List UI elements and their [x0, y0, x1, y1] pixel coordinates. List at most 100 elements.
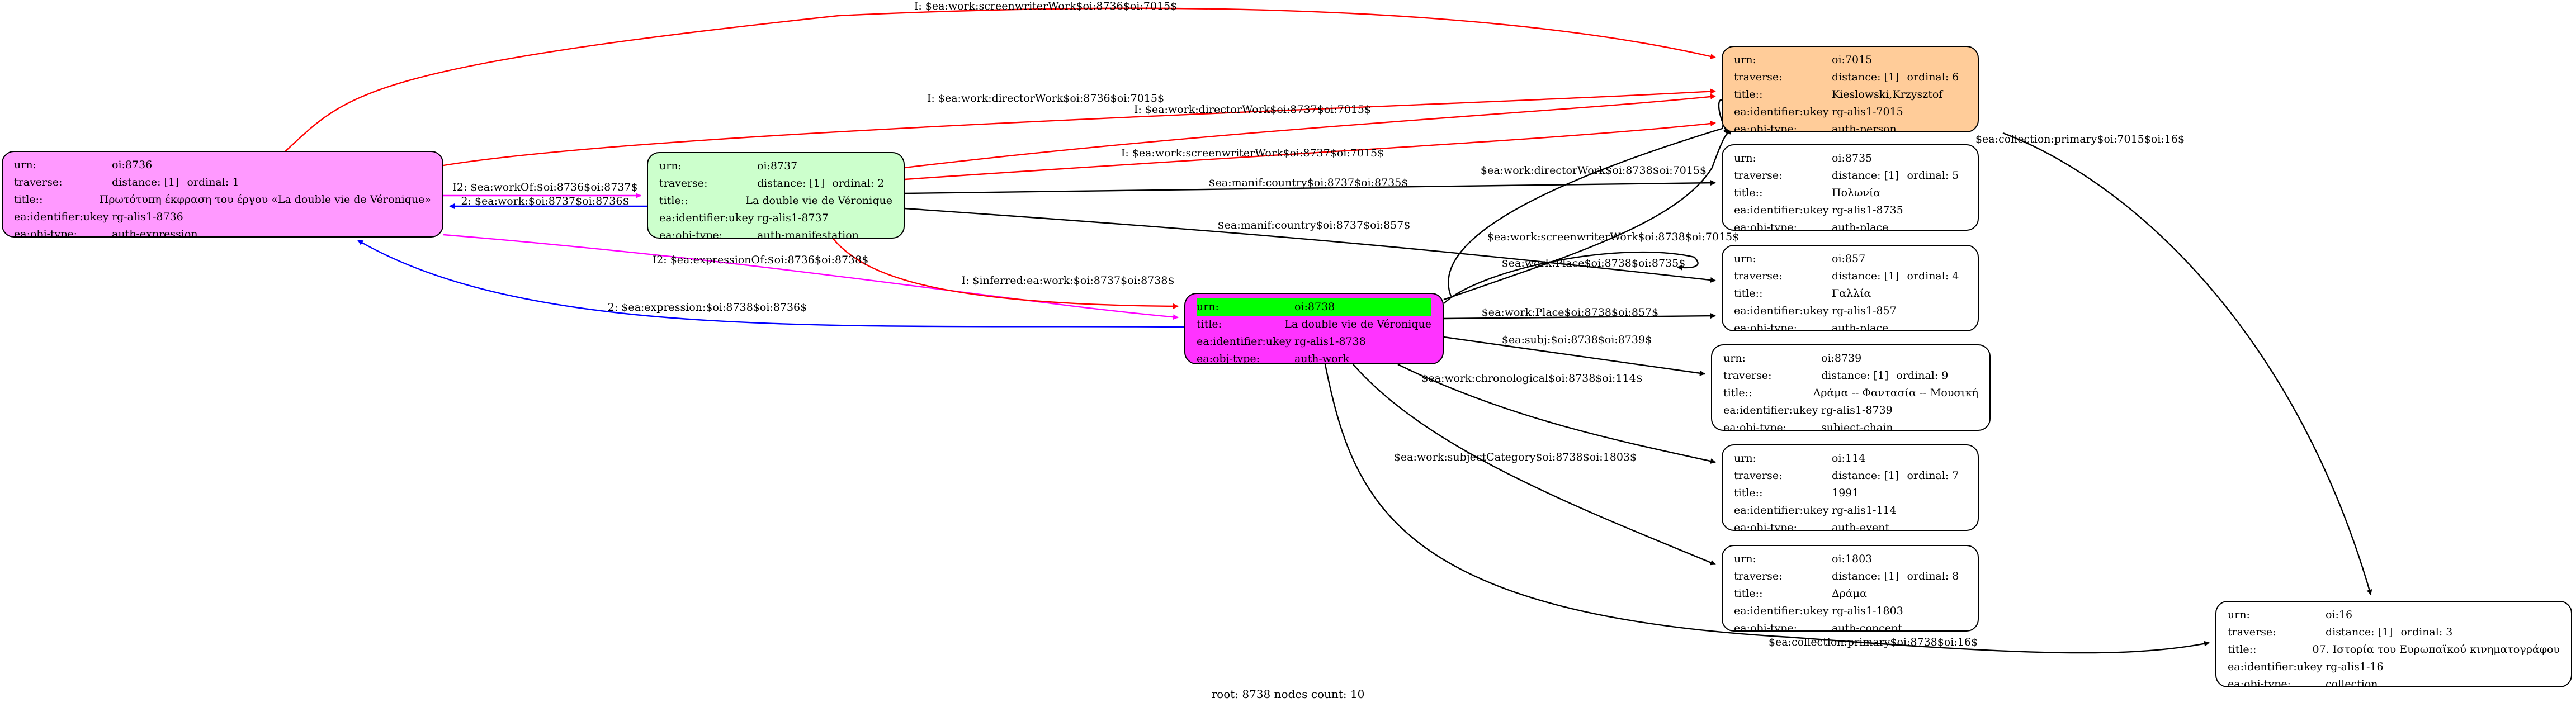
- field-key: urn:: [2228, 609, 2250, 621]
- field-value: rg-alis1-857: [1832, 305, 1897, 317]
- field-ordinal: ordinal: 6: [1907, 71, 1959, 83]
- edge-e4: [904, 121, 1716, 181]
- node-field: title::Πρωτότυπη έκφραση του έργου «La d…: [14, 191, 431, 208]
- field-value: oi:857: [1832, 253, 1866, 265]
- edge-label-e5: I2: $ea:workOf:$oi:8736$oi:8737$: [452, 181, 637, 193]
- edge-label-e3: I: $ea:work:directorWork$oi:8737$oi:7015…: [1134, 103, 1371, 116]
- field-key: traverse:: [2228, 626, 2276, 638]
- node-field: ea:obj-type:auth-person: [1734, 121, 1967, 132]
- field-key: urn:: [1734, 253, 1756, 265]
- edge-e3: [904, 93, 1716, 169]
- field-value: auth-concept: [1832, 622, 1902, 632]
- node-field: title::Γαλλία: [1734, 285, 1967, 302]
- field-ordinal: ordinal: 8: [1907, 570, 1959, 582]
- node-field: traverse: distance: [1] ordinal: 7: [1734, 467, 1967, 485]
- field-ordinal: ordinal: 9: [1896, 369, 1949, 382]
- edge-label-e14: $ea:work:Place$oi:8738$oi:8735$: [1502, 257, 1686, 269]
- field-key: urn:: [1734, 54, 1756, 66]
- field-value: rg-alis1-8737: [757, 212, 829, 224]
- field-value: subject-chain: [1821, 421, 1893, 431]
- field-value: rg-alis1-114: [1832, 504, 1897, 516]
- field-key: ea:obj-type:: [1197, 353, 1260, 364]
- edge-label-e6: 2: $ea:work:$oi:8737$oi:8736$: [461, 195, 629, 207]
- node-field: traverse:distance: [1]ordinal: 8: [1734, 568, 1967, 585]
- field-key: traverse:: [1734, 270, 1783, 282]
- node-field: traverse:distance: [1]ordinal: 4: [1734, 268, 1967, 285]
- node-n1803[interactable]: urn: oi:1803 traverse:distance: [1]ordinal…: [1722, 545, 1979, 632]
- field-key: traverse:: [1734, 469, 1783, 482]
- field-value: La double vie de Véronique: [745, 194, 892, 207]
- edge-label-e12: $ea:work:directorWork$oi:8738$oi:7015$: [1481, 164, 1707, 177]
- field-value: distance: [1]: [1821, 369, 1889, 382]
- field-value: rg-alis1-1803: [1832, 605, 1903, 617]
- edge-label-e13: $ea:work:screenwriterWork$oi:8738$oi:701…: [1487, 231, 1739, 243]
- node-field: ea:obj-type:subject-chain: [1723, 419, 1978, 431]
- field-value: Πολωνία: [1832, 187, 1881, 199]
- field-key: urn:: [1723, 352, 1746, 364]
- edge-label-e16: $ea:subj:$oi:8738$oi:8739$: [1502, 334, 1652, 346]
- field-value: 1991: [1832, 487, 1859, 499]
- field-value: rg-alis1-7015: [1832, 106, 1903, 118]
- edge-label-e18: $ea:work:subjectCategory$oi:8738$oi:1803…: [1394, 451, 1637, 463]
- field-value: distance: [1]: [757, 177, 825, 189]
- field-key: ea:obj-type:: [2228, 678, 2291, 687]
- field-value: distance: [1]: [1832, 270, 1899, 282]
- field-key: ea:identifier:ukey: [1734, 204, 1829, 216]
- field-key: ea:obj-type:: [1734, 221, 1798, 231]
- node-field: title::Πολωνία: [1734, 184, 1967, 202]
- field-ordinal: ordinal: 7: [1907, 469, 1959, 482]
- node-field: urn:oi:8735: [1734, 150, 1967, 167]
- field-key: urn:: [1734, 452, 1756, 464]
- field-key: title::: [1734, 287, 1763, 300]
- edge-e2: [443, 88, 1716, 167]
- edge-label-e8: $ea:manif:country$oi:8737$oi:857$: [1218, 219, 1411, 231]
- field-key: ea:obj-type:: [659, 229, 723, 239]
- node-field: urn:oi:7015: [1734, 51, 1967, 69]
- field-value: rg-alis1-8736: [112, 211, 183, 223]
- edge-e18: [1353, 364, 1716, 566]
- edge-e7: [904, 180, 1716, 194]
- field-key: ea:identifier:ukey: [1734, 504, 1829, 516]
- field-key: title::: [2228, 643, 2257, 656]
- node-field: title::Kieslowski,Krzysztof: [1734, 86, 1967, 103]
- edge-label-e11: 2: $ea:expression:$oi:8738$oi:8736$: [608, 301, 807, 314]
- field-value: Kieslowski,Krzysztof: [1832, 88, 1943, 101]
- field-value: distance: [1]: [1832, 469, 1899, 482]
- edge-label-e9: I2: $ea:expressionOf:$oi:8736$oi:8738$: [653, 254, 869, 266]
- field-value: distance: [1]: [1832, 71, 1899, 83]
- field-key: ea:identifier:ukey: [1734, 605, 1829, 617]
- edge-e10: [833, 238, 1179, 309]
- field-value: auth-person: [1832, 123, 1897, 132]
- field-key: title::: [14, 193, 43, 206]
- node-field: title::07. Ιστορία του Ευρωπαϊκού κινημα…: [2228, 641, 2560, 658]
- node-field: traverse:distance: [1]ordinal: 1: [14, 174, 431, 191]
- node-field: traverse:distance: [1]ordinal: 6: [1734, 69, 1967, 86]
- node-field: traverse:distance: [1]ordinal: 9: [1723, 367, 1978, 385]
- field-key: urn:: [1734, 553, 1756, 565]
- node-field: title::Δράμα -- Φαντασία -- Μουσική: [1723, 385, 1978, 402]
- field-value: auth-place: [1832, 322, 1889, 331]
- node-field: ea:obj-type:auth-concept: [1734, 620, 1967, 632]
- node-field: ea:obj-type:auth-event: [1734, 519, 1967, 530]
- field-key: title:: [1197, 318, 1222, 330]
- edge-e19: [1324, 364, 2210, 654]
- node-field: ea:obj-type:collection: [2228, 676, 2560, 687]
- field-value: oi:8736: [112, 159, 153, 171]
- node-field: ea:obj-type:auth-place: [1734, 320, 1967, 331]
- field-value: oi:1803: [1832, 553, 1873, 565]
- field-value: auth-manifestation: [757, 229, 859, 239]
- graph-footer: root: 8738 nodes count: 10: [1211, 687, 1365, 701]
- edge-e13: [1443, 128, 1732, 301]
